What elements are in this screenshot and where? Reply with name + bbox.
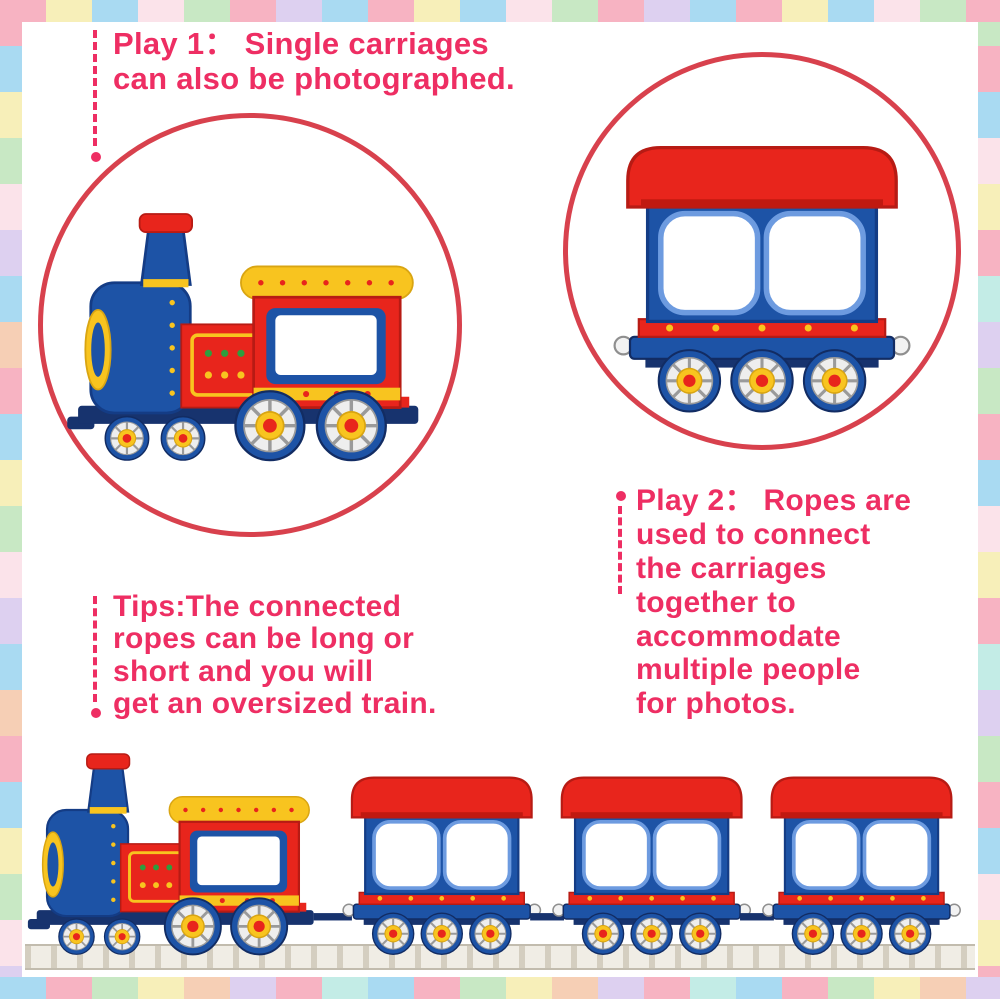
- mosaic-border-right: [978, 0, 1000, 999]
- tips-caption: Tips:The connected ropes can be long or …: [113, 590, 437, 721]
- play2-dashed-line: [615, 491, 626, 594]
- mosaic-border-top: [0, 0, 1000, 22]
- coupler-rope: [530, 913, 565, 921]
- tips-dashed-line: [90, 596, 101, 718]
- play1-dashed-line: [90, 30, 101, 162]
- play2-caption: Play 2： Ropes are used to connect the ca…: [636, 484, 912, 721]
- coupler-rope: [740, 913, 774, 921]
- coupler-rope: [313, 913, 352, 921]
- mosaic-border-left: [0, 0, 22, 999]
- full-train-illustration: [22, 736, 972, 965]
- play1-caption: Play 1： Single carriages can also be pho…: [113, 26, 515, 97]
- carriage-illustration: [597, 86, 927, 427]
- single-carriage-circle: [563, 52, 961, 450]
- locomotive-illustration: [60, 192, 440, 473]
- mosaic-border-bottom: [0, 977, 1000, 999]
- single-locomotive-circle: [38, 113, 462, 537]
